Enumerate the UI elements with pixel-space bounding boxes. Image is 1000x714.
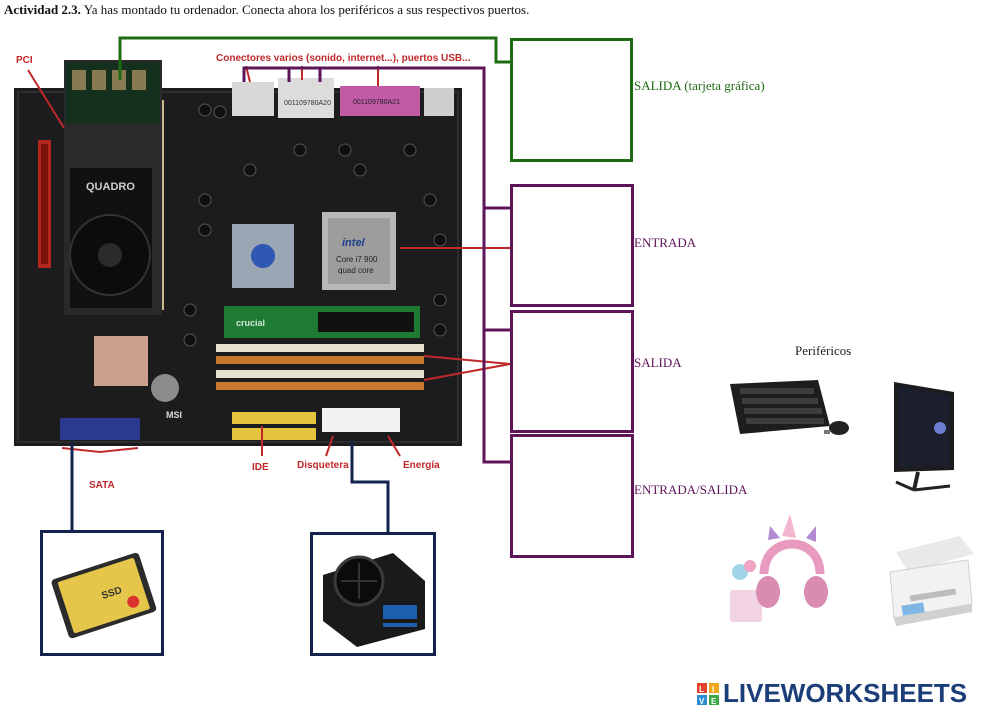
- logo-mark-letter-i: I: [712, 685, 714, 694]
- port-code-2: 001109780A21: [353, 99, 400, 106]
- power-label: Energía: [403, 460, 440, 471]
- cpu-model: Core i7 900: [336, 255, 378, 264]
- dropzone-graphics-output[interactable]: [510, 38, 633, 162]
- power-connector: [322, 408, 400, 432]
- cpu-cores: quad core: [338, 266, 374, 275]
- logo-mark-letter-l: L: [699, 685, 704, 694]
- sata-ports: [60, 418, 140, 440]
- power-supply-icon: [323, 553, 425, 647]
- cpu-brand: intel: [342, 237, 366, 249]
- printer-icon[interactable]: [882, 532, 978, 628]
- ram-slot-2: [216, 356, 424, 364]
- dropzone-input-label: ENTRADA: [634, 235, 697, 250]
- io-port-lan: [278, 78, 334, 118]
- motherboard: QUADRO 001109780A20 001109780A21 intel C…: [14, 60, 462, 446]
- liveworksheets-logo: LIVEWORKSHEETS: [723, 678, 968, 708]
- ssd-icon: SSD: [51, 552, 157, 639]
- dropzone-graphics-output-label: SALIDA (tarjeta gráfica): [634, 78, 765, 93]
- peripherals-title: Periféricos: [795, 343, 852, 358]
- activity-instruction: Ya has montado tu ordenador. Conecta aho…: [83, 2, 530, 17]
- io-connector-lines: [242, 66, 512, 464]
- annotation-arrows: [27, 65, 512, 457]
- gpu-brand: QUADRO: [86, 181, 135, 193]
- graphics-output-line: [118, 36, 512, 80]
- dropzone-input[interactable]: [510, 184, 634, 307]
- graphics-card: QUADRO: [64, 60, 162, 315]
- ssd-box: SSD: [40, 530, 164, 656]
- dropzone-output[interactable]: [510, 310, 634, 433]
- southbridge: [94, 336, 148, 386]
- connectors-label: Conectores varios (sonido, internet...),…: [216, 53, 471, 64]
- ide-slot-2: [232, 428, 316, 440]
- logo-mark-letter-e: E: [711, 697, 717, 705]
- dropzone-input-output[interactable]: [510, 434, 634, 558]
- logo-mark-letter-v: V: [699, 697, 705, 705]
- cmos-battery: [151, 374, 179, 402]
- pci-label: PCI: [16, 55, 33, 66]
- sata-label: SATA: [89, 480, 115, 491]
- activity-number: Actividad 2.3.: [4, 2, 81, 17]
- headphones-icon[interactable]: [724, 510, 836, 628]
- activity-title: Actividad 2.3. Ya has montado tu ordenad…: [4, 2, 529, 18]
- storage-connector-lines: [70, 442, 390, 532]
- floppy-label: Disquetera: [297, 460, 349, 471]
- monitor-icon[interactable]: [888, 378, 960, 498]
- keyboard-mouse-icon[interactable]: [726, 376, 856, 442]
- port-code-1: 001109780A20: [284, 100, 331, 107]
- ide-slot-1: [232, 412, 316, 424]
- ram-module: crucial: [224, 306, 420, 338]
- ram-slot-1: [216, 344, 424, 352]
- dropzone-output-label: SALIDA: [634, 355, 682, 370]
- ide-label: IDE: [252, 462, 269, 473]
- dropzone-input-output-label: ENTRADA/SALIDA: [634, 482, 748, 497]
- ram-slot-4: [216, 382, 424, 390]
- board-brand: MSI: [166, 410, 182, 420]
- liveworksheets-logo-icon: L I V E: [697, 683, 719, 705]
- cpu: intel Core i7 900 quad core: [322, 212, 396, 290]
- ram-slot-3: [216, 370, 424, 378]
- io-port-parallel: [340, 86, 420, 116]
- psu-box: [310, 532, 436, 656]
- ram-brand: crucial: [236, 318, 265, 328]
- io-port-usb: [232, 82, 274, 116]
